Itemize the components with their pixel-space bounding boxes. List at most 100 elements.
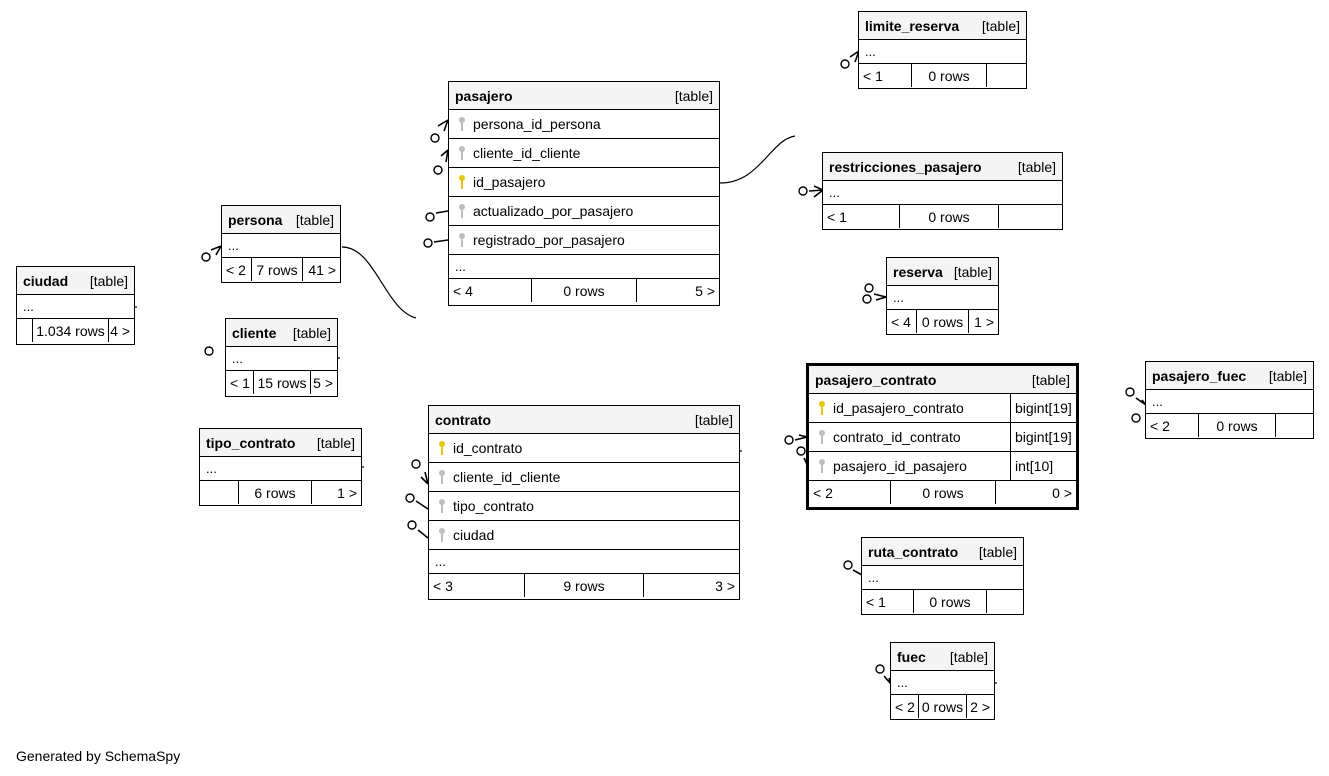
parents-count[interactable]: < 3 (429, 574, 525, 597)
table-name: limite_reserva (865, 17, 960, 34)
table-persona[interactable]: persona [table] ... < 2 7 rows 41 > (221, 205, 341, 283)
relationship-end-circle (204, 346, 214, 356)
relationship-end-circle (796, 446, 806, 456)
column-row[interactable]: actualizado_por_pasajero (449, 197, 719, 226)
table-header: contrato [table] (429, 406, 739, 434)
relationship-end-circle (425, 212, 435, 222)
foreign-key-icon (439, 528, 445, 542)
table-limite_reserva[interactable]: limite_reserva [table] ... < 1 0 rows (858, 11, 1027, 89)
relationship-line (719, 135, 796, 184)
children-count[interactable]: 2 > (970, 698, 990, 715)
children-count[interactable] (987, 64, 1026, 87)
column-row[interactable]: ciudad (429, 521, 739, 550)
crowfoot-arrow (794, 434, 808, 441)
children-count[interactable] (987, 590, 1023, 613)
row-count: 1.034 rows (33, 319, 109, 342)
children-count[interactable] (1276, 414, 1313, 437)
table-footer: < 2 0 rows 0 > (809, 481, 1076, 504)
children-count[interactable]: 1 > (337, 484, 357, 501)
column-row[interactable]: tipo_contrato (429, 492, 739, 521)
table-fuec[interactable]: fuec [table] ... < 2 0 rows 2 > (890, 642, 995, 720)
table-ruta_contrato[interactable]: ruta_contrato [table] ... < 1 0 rows (861, 537, 1024, 615)
row-count: 0 rows (900, 205, 999, 228)
table-footer: 6 rows 1 > (200, 481, 361, 504)
table-pasajero_fuec[interactable]: pasajero_fuec [table] ... < 2 0 rows (1145, 361, 1314, 439)
table-type: [table] (981, 17, 1020, 34)
column-name: cliente_id_cliente (453, 469, 561, 485)
parents-count[interactable]: < 1 (226, 371, 254, 394)
children-count[interactable]: 0 > (1052, 484, 1072, 501)
column-row[interactable]: cliente_id_cliente (449, 139, 719, 168)
column-ellipsis: ... (823, 181, 1062, 205)
primary-key-icon (439, 441, 445, 455)
children-count[interactable]: 4 > (110, 322, 130, 339)
table-type: [table] (1017, 158, 1056, 175)
children-count[interactable]: 1 > (974, 313, 994, 330)
column-row[interactable]: persona_id_persona (449, 110, 719, 139)
parents-count[interactable]: < 2 (891, 695, 919, 718)
table-header: ruta_contrato [table] (862, 538, 1023, 566)
column-name: actualizado_por_pasajero (473, 203, 634, 219)
crowfoot-arrow (808, 185, 824, 198)
column-name: id_contrato (453, 440, 523, 456)
column-row[interactable]: cliente_id_cliente (429, 463, 739, 492)
table-name: persona (228, 211, 283, 228)
children-count[interactable]: 41 > (308, 261, 336, 278)
relationship-end-circle (862, 294, 872, 304)
table-pasajero[interactable]: pasajero [table] persona_id_persona clie… (448, 81, 720, 306)
table-type: [table] (292, 324, 331, 341)
children-count[interactable]: 3 > (715, 577, 735, 594)
table-footer: < 1 0 rows (862, 590, 1023, 613)
parents-count[interactable]: < 4 (449, 279, 532, 302)
generated-by-footer: Generated by SchemaSpy (16, 748, 181, 764)
parents-count[interactable]: < 4 (887, 310, 917, 333)
primary-key-icon (819, 401, 825, 415)
column-row[interactable]: id_contrato (429, 434, 739, 463)
relationship-end-circle (798, 186, 808, 196)
table-header: fuec [table] (891, 643, 994, 671)
parents-count[interactable] (200, 481, 239, 504)
children-count[interactable] (999, 205, 1062, 228)
table-reserva[interactable]: reserva [table] ... < 4 0 rows 1 > (886, 257, 999, 335)
parents-count[interactable]: < 2 (222, 258, 252, 281)
table-name: reserva (893, 263, 943, 280)
table-name: pasajero_contrato (815, 371, 937, 388)
children-count[interactable]: 5 > (313, 374, 333, 391)
column-row[interactable]: registrado_por_pasajero (449, 226, 719, 255)
table-type: [table] (953, 263, 992, 280)
parents-count[interactable]: < 1 (862, 590, 914, 613)
table-contrato[interactable]: contrato [table] id_contrato cliente_id_… (428, 405, 740, 600)
table-tipo_contrato[interactable]: tipo_contrato [table] ... 6 rows 1 > (199, 428, 362, 506)
parents-count[interactable] (17, 319, 33, 342)
table-restricciones_pasajero[interactable]: restricciones_pasajero [table] ... < 1 0… (822, 152, 1063, 230)
table-cliente[interactable]: cliente [table] ... < 1 15 rows 5 > (225, 318, 338, 397)
table-name: cliente (232, 324, 277, 341)
relationship-end-circle (864, 283, 874, 293)
table-type: [table] (949, 648, 988, 665)
crowfoot-arrow (435, 210, 449, 214)
table-header: reserva [table] (887, 258, 998, 286)
parents-count[interactable]: < 2 (1146, 414, 1199, 437)
row-count: 15 rows (254, 371, 311, 394)
table-type: [table] (674, 87, 713, 104)
column-name: registrado_por_pasajero (473, 232, 625, 248)
primary-key-icon (459, 175, 465, 189)
row-count: 6 rows (239, 481, 312, 504)
children-count[interactable]: 5 > (695, 282, 715, 299)
table-pasajero_contrato[interactable]: pasajero_contrato [table] id_pasajero_co… (806, 363, 1079, 510)
table-footer: < 4 0 rows 1 > (887, 310, 998, 333)
parents-count[interactable]: < 1 (823, 205, 900, 228)
parents-count[interactable]: < 1 (859, 64, 912, 87)
foreign-key-icon (459, 117, 465, 131)
column-row[interactable]: id_pasajero (449, 168, 719, 197)
parents-count[interactable]: < 2 (809, 481, 891, 504)
table-name: pasajero (455, 87, 513, 104)
column-ellipsis: ... (200, 457, 361, 481)
column-ellipsis: ... (429, 550, 739, 574)
table-ciudad[interactable]: ciudad [table] ... 1.034 rows 4 > (16, 266, 135, 345)
